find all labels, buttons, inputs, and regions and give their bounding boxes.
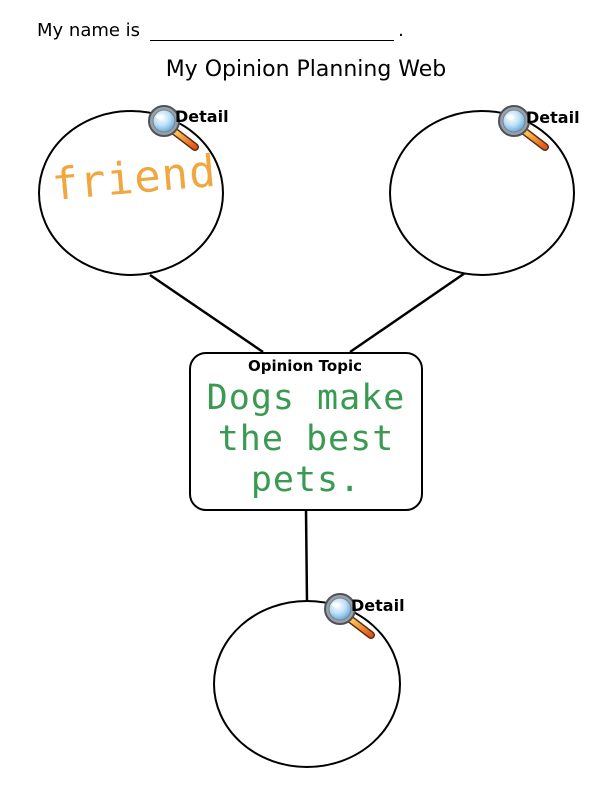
opinion-topic-label: Opinion Topic [248,357,362,375]
name-line: My name is. [37,20,404,41]
topic-line-3: pets. [250,460,362,500]
detail-circle-top-right[interactable] [389,110,575,276]
detail-label-bottom: Detail [351,596,405,615]
connector-line-bottom [304,509,309,603]
worksheet-title: My Opinion Planning Web [165,57,447,82]
name-blank[interactable] [150,22,395,41]
detail-circle-bottom[interactable] [213,600,401,768]
connector-line-left [149,273,264,354]
detail-circle-top-left[interactable] [38,110,224,276]
topic-line-2: the best [217,419,395,459]
topic-line-1: Dogs make [206,378,406,418]
connector-line-right [349,271,466,354]
opinion-topic-box[interactable] [189,352,423,511]
name-period: . [398,20,404,41]
detail-label-top-left: Detail [175,107,229,126]
name-prompt: My name is [37,20,141,41]
opinion-topic-text: Dogs make the best pets. [190,378,422,501]
detail-label-top-right: Detail [526,108,580,127]
